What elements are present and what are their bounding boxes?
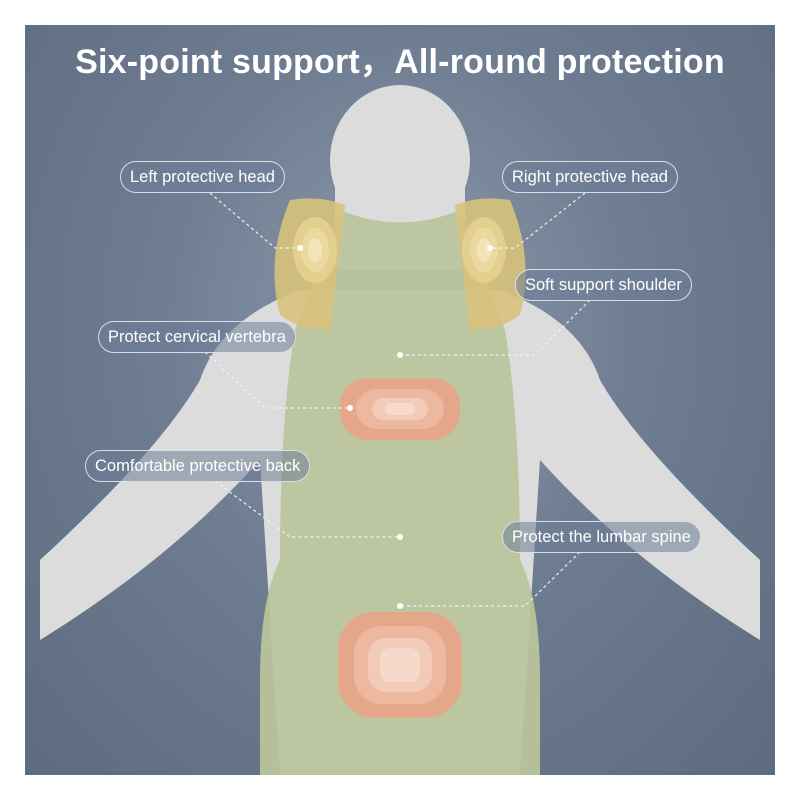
label-left-protective-head: Left protective head — [120, 161, 285, 193]
label-soft-support-shoulder: Soft support shoulder — [515, 269, 692, 301]
label-protect-lumbar-spine: Protect the lumbar spine — [502, 521, 701, 553]
lumbar-heat-pad — [338, 612, 462, 718]
label-right-protective-head: Right protective head — [502, 161, 678, 193]
left-heat-node — [293, 217, 337, 283]
support-vest — [260, 210, 540, 775]
anchor-dots — [297, 245, 493, 609]
right-heat-node — [462, 217, 506, 283]
label-protect-cervical-vertebra: Protect cervical vertebra — [98, 321, 296, 353]
leader-lines — [204, 192, 591, 607]
cervical-heat-pad — [340, 378, 460, 440]
headline: Six-point support，All-round protection — [75, 43, 725, 81]
label-comfortable-protective-back: Comfortable protective back — [85, 450, 311, 482]
